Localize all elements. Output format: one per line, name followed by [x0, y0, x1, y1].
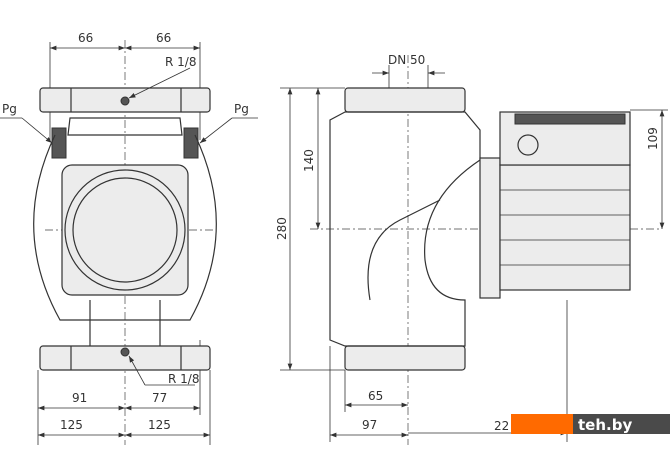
- dim-overall-left: 125: [60, 418, 83, 432]
- teh-by-watermark: teh.by: [511, 414, 670, 434]
- dn-label: DN 50: [388, 53, 425, 67]
- dim-109: 109: [646, 127, 660, 150]
- dim-top-right: 66: [156, 31, 171, 45]
- dim-280: 280: [275, 217, 289, 240]
- front-view: 66 66 R 1/8 Pg Pg R 1/8 91 77 125 125: [0, 31, 258, 445]
- dim-65: 65: [368, 389, 383, 403]
- r-bottom-label: R 1/8: [168, 372, 199, 386]
- dim-overall-right: 125: [148, 418, 171, 432]
- side-view: DN 50 280 140 109 65 97 22: [275, 53, 668, 445]
- dim-97: 97: [362, 418, 377, 432]
- r-top-label: R 1/8: [165, 55, 196, 69]
- pg-right-label: Pg: [234, 102, 249, 116]
- dim-bottom-right: 77: [152, 391, 167, 405]
- dim-140: 140: [302, 149, 316, 172]
- dim-bottom-left: 91: [72, 391, 87, 405]
- watermark-text: teh.by: [578, 416, 632, 434]
- pg-left-label: Pg: [2, 102, 17, 116]
- dim-22: 22: [494, 419, 509, 433]
- dim-top-left: 66: [78, 31, 93, 45]
